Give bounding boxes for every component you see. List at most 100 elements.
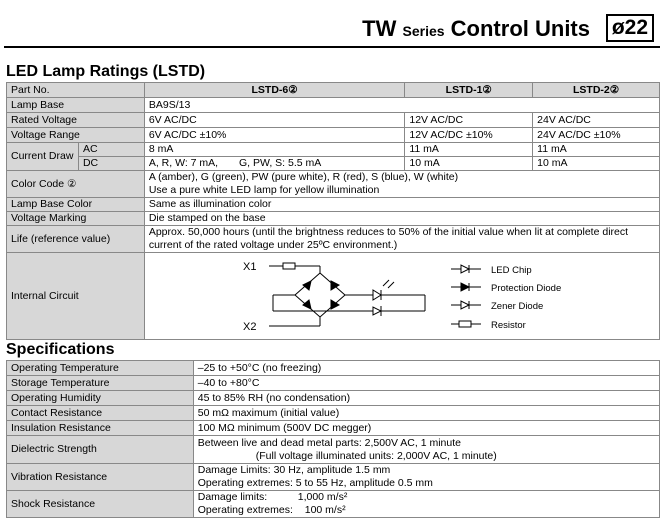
row-value: –25 to +50°C (no freezing) (192, 360, 661, 376)
shock-label-a: Damage limits: (197, 491, 268, 503)
spec-section-title: Specifications (6, 341, 115, 358)
row-value: A, R, W: 7 mA, G, PW, S: 5.5 mA (143, 156, 406, 171)
resistor-icon (458, 320, 472, 328)
row-value: 12V AC/DC ±10% (404, 127, 534, 143)
row-label: Lamp Base Color (6, 197, 145, 212)
row-value: 12V AC/DC (404, 112, 534, 128)
vibration-line-1: Damage Limits: 30 Hz, amplitude 1.5 mm (197, 464, 391, 476)
protection-diode-icon (460, 282, 470, 292)
row-value: 50 mΩ maximum (initial value) (192, 405, 661, 421)
row-label: Shock Resistance (6, 490, 194, 518)
table-row: Vibration Resistance Damage Limits: 30 H… (6, 463, 661, 491)
shock-line-1: Damage limits: 1,000 m/s² (198, 491, 655, 504)
table-row: Color Code ② A (amber), G (green), PW (p… (6, 170, 661, 198)
col-header-lstd-6: LSTD-6② (143, 82, 406, 98)
legend-protection-diode: Protection Diode (491, 283, 561, 294)
row-label: Current Draw (6, 142, 79, 171)
color-code-line-2: Use a pure white LED lamp for yellow ill… (148, 184, 380, 196)
row-label: Lamp Base (6, 97, 145, 113)
row-value: 10 mA (532, 156, 660, 171)
shock-value-a: 1,000 m/s² (297, 491, 348, 503)
title-text: Control Units (450, 16, 590, 41)
table-row: Contact Resistance 50 mΩ maximum (initia… (6, 405, 661, 421)
table-row: Voltage Marking Die stamped on the base (6, 211, 661, 226)
table-row: Life (reference value) Approx. 50,000 ho… (6, 225, 661, 253)
row-value: A (amber), G (green), PW (pure white), R… (143, 170, 661, 198)
row-value: 45 to 85% RH (no condensation) (192, 390, 661, 406)
row-label: Internal Circuit (6, 252, 145, 340)
row-label: Dielectric Strength (6, 435, 194, 464)
dielectric-line-2: (Full voltage illuminated units: 2,000V … (255, 449, 497, 462)
table-row: Lamp Base Color Same as illumination col… (6, 197, 661, 212)
row-label: Rated Voltage (6, 112, 145, 128)
terminal-x1-label: X1 (243, 261, 256, 273)
row-value: 8 mA (143, 142, 406, 157)
row-value: 24V AC/DC (532, 112, 660, 128)
page-title: TW Series Control Units (362, 16, 590, 42)
legend-led-chip: LED Chip (491, 265, 532, 276)
row-value: 10 mA (404, 156, 534, 171)
table-row: Operating Humidity 45 to 85% RH (no cond… (6, 390, 661, 406)
circuit-diagram: X1 X2 (145, 253, 659, 339)
row-value: 6V AC/DC (143, 112, 406, 128)
table-row: Part No. LSTD-6② LSTD-1② LSTD-2② (6, 82, 660, 98)
vibration-line-2: Operating extremes: 5 to 55 Hz, amplitud… (197, 477, 433, 489)
row-value: 100 MΩ minimum (500V DC megger) (192, 420, 661, 436)
ac-label: AC (77, 142, 145, 157)
table-row: Storage Temperature –40 to +80°C (6, 375, 661, 391)
row-label: Operating Temperature (6, 360, 194, 376)
row-value: 11 mA (532, 142, 660, 157)
zener-diode-icon (460, 300, 470, 310)
row-value: Damage Limits: 30 Hz, amplitude 1.5 mm O… (192, 463, 661, 491)
row-label: Voltage Range (6, 127, 145, 143)
shock-label-b: Operating extremes: (197, 504, 293, 516)
series-word: Series (402, 23, 445, 39)
table-row: DC A, R, W: 7 mA, G, PW, S: 5.5 mA 10 mA… (7, 156, 660, 171)
row-value: Between live and dead metal parts: 2,500… (192, 435, 661, 464)
table-row: Operating Temperature –25 to +50°C (no f… (6, 360, 661, 376)
row-label: Color Code ② (6, 170, 145, 198)
row-value: Same as illumination color (143, 197, 661, 212)
row-label: Life (reference value) (6, 225, 145, 253)
table-row: Lamp Base BA9S/13 (6, 97, 661, 113)
row-label: Insulation Resistance (6, 420, 194, 436)
circuit-svg: X1 X2 (243, 261, 561, 333)
row-value: Approx. 50,000 hours (until the brightne… (143, 225, 661, 253)
shock-line-2: Operating extremes: 100 m/s² (198, 504, 655, 517)
table-row: Dielectric Strength Between live and dea… (6, 435, 661, 464)
table-row: Rated Voltage 6V AC/DC 12V AC/DC 24V AC/… (6, 112, 660, 128)
terminal-x2-label: X2 (243, 321, 256, 333)
legend-zener-diode: Zener Diode (491, 301, 543, 312)
col-header-lstd-2: LSTD-2② (532, 82, 660, 98)
row-value: Die stamped on the base (143, 211, 661, 226)
row-value: 11 mA (404, 142, 534, 157)
led-chip-icon (460, 264, 470, 274)
row-label: Voltage Marking (6, 211, 145, 226)
dc-value-b: G, PW, S: 5.5 mA (239, 157, 322, 169)
row-value: BA9S/13 (143, 97, 661, 113)
table-row: Internal Circuit (6, 252, 661, 340)
internal-circuit-cell: X1 X2 (143, 252, 661, 340)
dc-label: DC (77, 156, 145, 171)
color-code-line-1: A (amber), G (green), PW (pure white), R… (148, 171, 459, 183)
table-row: Voltage Range 6V AC/DC ±10% 12V AC/DC ±1… (6, 127, 660, 143)
shock-value-b: 100 m/s² (304, 504, 346, 516)
life-line-2: current of the rated voltage under 25ºC … (148, 239, 398, 251)
page-header: TW Series Control Units ø22 (0, 8, 660, 44)
part-no-label: Part No. (6, 82, 145, 98)
table-row: Current Draw AC 8 mA 11 mA 11 mA (6, 142, 660, 171)
resistor-symbol (282, 262, 296, 270)
row-label: Operating Humidity (6, 390, 194, 406)
size-badge: ø22 (605, 14, 654, 42)
row-value: Damage limits: 1,000 m/s² Operating extre… (192, 490, 661, 518)
legend-resistor: Resistor (491, 320, 526, 331)
led-section-title: LED Lamp Ratings (LSTD) (6, 63, 206, 80)
row-value: 6V AC/DC ±10% (143, 127, 406, 143)
series-name: TW (362, 16, 397, 41)
table-row: Shock Resistance Damage limits: 1,000 m/s… (6, 490, 661, 518)
header-rule (4, 46, 660, 48)
col-header-lstd-1: LSTD-1② (404, 82, 534, 98)
row-label: Vibration Resistance (6, 463, 194, 491)
dielectric-line-1: Between live and dead metal parts: 2,500… (197, 436, 461, 449)
dc-value-a: A, R, W: 7 mA, (148, 157, 219, 169)
